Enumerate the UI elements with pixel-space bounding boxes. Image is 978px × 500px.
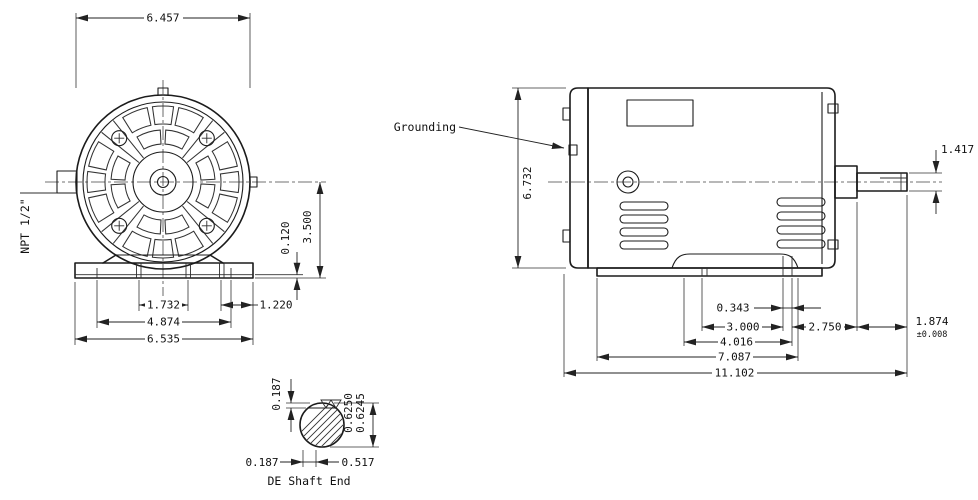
dim-key-depth-label: 0.187 — [270, 377, 283, 410]
dim-top-width: 6.457 — [75, 12, 251, 88]
dim-shaft-diameter: 0.6250 0.6245 — [330, 393, 379, 448]
shaft-section-circle — [299, 402, 345, 448]
fan-guard-inner-circle — [82, 101, 244, 263]
body-boss-outer — [616, 170, 640, 194]
side-extension-lines — [563, 195, 908, 377]
dim-key-offset-label: 0.187 — [245, 456, 278, 469]
dim-edge-offset-label: 1.220 — [259, 299, 292, 312]
dim-slot-spacing: 1.732 — [138, 280, 189, 312]
grounding-screw — [568, 144, 578, 156]
shaft-boss-circle — [149, 168, 177, 196]
shaft-end-detail: 0.187 0.6250 0.6245 0.187 0.517 DE Shaft… — [245, 377, 379, 488]
lug-top-right — [827, 103, 839, 114]
dim-edge-offset: 1.220 — [220, 280, 293, 345]
guard-clip-lower — [562, 229, 571, 243]
dim-pad-height-label: 0.120 — [279, 221, 292, 254]
body-boss-inner — [622, 176, 634, 188]
dim-base-width: 6.535 — [74, 282, 253, 346]
fan-guard-vent-slots — [86, 105, 240, 259]
dim-foot-spacing: 3.000 — [702, 321, 783, 334]
dim-flat-width-label: 0.517 — [341, 456, 374, 469]
shaft — [856, 172, 908, 192]
guard-clip-top — [157, 87, 169, 96]
npt-label: NPT 1/2" — [18, 198, 32, 253]
grounding-label: Grounding — [394, 120, 456, 134]
dim-shaft-length-label: 1.874 — [915, 315, 948, 328]
dim-top-width-label: 6.457 — [146, 12, 179, 25]
front-view — [20, 80, 326, 296]
lug-bottom-right — [827, 239, 839, 250]
dim-slot-spacing-label: 1.732 — [147, 299, 180, 312]
dim-overall-length: 11.102 — [564, 367, 907, 380]
dim-shaft-dia-label: 1.417 — [941, 143, 974, 156]
dim-shaft-dia: 1.417 — [909, 143, 974, 214]
dim-height: 6.732 — [512, 87, 566, 269]
dim-body-length-label: 7.087 — [718, 351, 751, 364]
dim-shaft-length: 1.874 ±0.008 — [857, 315, 949, 340]
side-base — [596, 253, 823, 277]
motor-body — [587, 87, 836, 269]
dim-foot-spacing-label: 3.000 — [726, 321, 759, 334]
dim-key-depth: 0.187 — [270, 377, 310, 432]
nameplate — [626, 99, 694, 127]
dim-pad-height: 0.120 — [255, 221, 303, 300]
dim-pad-spacing: 4.874 — [96, 280, 232, 329]
dim-center-height-label: 3.500 — [301, 210, 314, 243]
dim-foot-slot-label: 0.343 — [716, 302, 749, 315]
dim-dia-min-label: 0.6245 — [354, 393, 367, 433]
side-fan-guard — [569, 87, 589, 269]
dim-base-width-label: 6.535 — [147, 333, 180, 346]
front-dimensions: 6.457 NPT 1/2" 0.120 3.500 1.732 — [18, 12, 326, 346]
dim-height-label: 6.732 — [521, 166, 534, 199]
grounding-callout: Grounding — [394, 120, 565, 149]
side-view — [548, 87, 942, 277]
guard-bolt-holes — [111, 130, 215, 234]
fan-hub-circle — [132, 151, 194, 213]
shaft-detail-caption: DE Shaft End — [267, 474, 350, 488]
guard-clip-right — [249, 176, 258, 188]
dim-mount-span: 4.016 — [684, 336, 792, 349]
vent-slots-left — [619, 201, 669, 250]
dim-mount-span-label: 4.016 — [720, 336, 753, 349]
guard-clip-upper — [562, 107, 571, 121]
fan-guard-spokes — [101, 120, 225, 244]
shaft-center-circle — [156, 175, 170, 189]
conduit-stub — [56, 170, 78, 194]
front-base — [74, 254, 254, 279]
dim-foot-slot: 0.343 — [716, 302, 821, 315]
side-dimensions: Grounding 6.732 1.417 0.343 — [394, 87, 974, 380]
vent-slots-right — [776, 197, 826, 249]
dim-key-offset: 0.187 0.517 — [245, 450, 375, 469]
dim-shaft-tolerance-label: ±0.008 — [917, 330, 948, 340]
dim-pad-spacing-label: 4.874 — [147, 316, 180, 329]
dim-dia-max-label: 0.6250 — [342, 393, 355, 433]
dim-center-height: 3.500 — [255, 182, 326, 279]
keyway-hatch-marks — [320, 399, 342, 409]
dim-body-length: 7.087 — [597, 351, 798, 364]
dim-foot-to-shoulder-label: 2.750 — [808, 321, 841, 334]
dim-overall-length-label: 11.102 — [715, 367, 755, 380]
dim-foot-to-shoulder: 2.750 — [792, 321, 857, 334]
